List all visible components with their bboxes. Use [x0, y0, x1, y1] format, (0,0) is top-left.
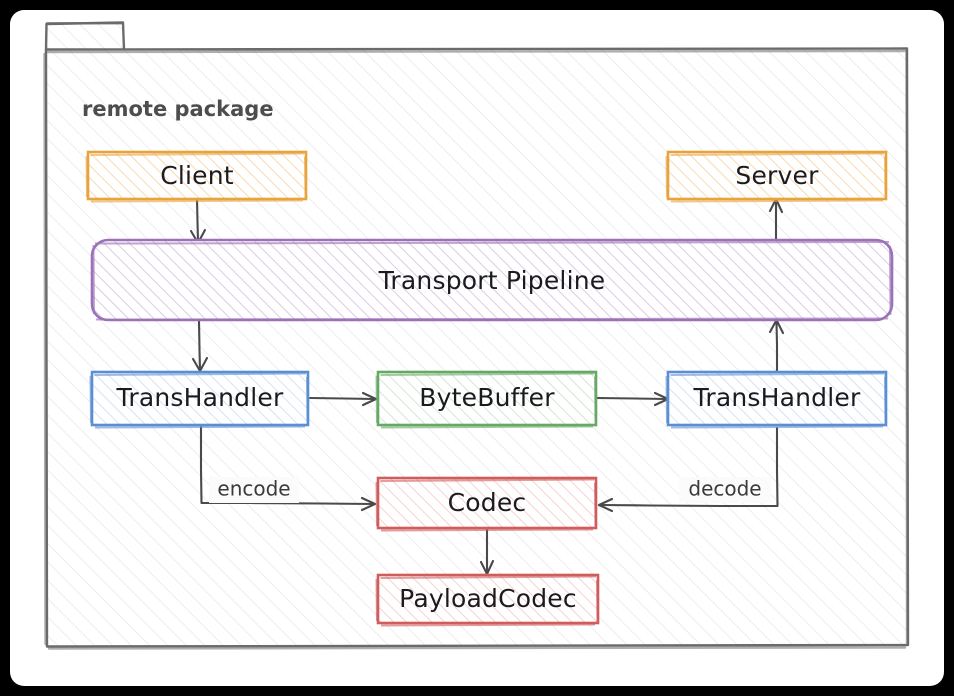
transhandler2-fill: [668, 372, 886, 425]
payloadcodec-label: PayloadCodec: [399, 584, 577, 613]
transhandler1-outline-2: [89, 372, 309, 429]
server-outline-2: [665, 152, 887, 203]
transhandler1-fill: [92, 372, 308, 425]
transhandler2-outline-2: [665, 372, 887, 429]
package-tab-fill: [46, 22, 124, 50]
client-fill: [88, 152, 306, 199]
client-label: Client: [160, 161, 234, 190]
decode-label: decode: [688, 477, 761, 501]
node-transport-pipeline[interactable]: Transport Pipeline: [90, 238, 894, 322]
node-transhandler-left[interactable]: TransHandler: [89, 370, 310, 429]
package-label: remote package: [82, 97, 274, 121]
package-body-fill: [46, 48, 908, 646]
bytebuffer-label: ByteBuffer: [419, 383, 555, 412]
edge-label-encode: encode: [209, 477, 299, 503]
bytebuffer-fill: [378, 372, 596, 425]
package-body-outline-2: [43, 49, 909, 650]
payloadcodec-outline-2: [375, 575, 599, 627]
node-bytebuffer[interactable]: ByteBuffer: [375, 370, 598, 429]
pipeline-outline-2: [92, 241, 892, 321]
pipeline-label: Transport Pipeline: [378, 266, 606, 295]
node-client[interactable]: Client: [85, 150, 308, 203]
transhandler2-label: TransHandler: [693, 383, 861, 412]
package-tab-outline: [44, 21, 126, 52]
client-outline-2: [85, 152, 307, 203]
node-transhandler-right[interactable]: TransHandler: [665, 370, 888, 429]
encode-label-bg: [209, 477, 299, 503]
node-server[interactable]: Server: [665, 150, 888, 203]
transhandler1-label: TransHandler: [116, 383, 284, 412]
edge-transhandler2-to-codec: [597, 426, 779, 513]
server-fill: [668, 152, 886, 199]
edge-label-decode: decode: [679, 477, 771, 503]
package-body-outline: [44, 47, 910, 648]
payloadcodec-fill: [378, 575, 598, 623]
server-label: Server: [735, 161, 819, 190]
codec-label: Codec: [448, 488, 527, 517]
codec-outline-2: [375, 478, 597, 532]
pipeline-fill: [92, 240, 892, 320]
package-container: remote package: [43, 21, 910, 650]
encode-label: encode: [217, 477, 290, 501]
decode-label-bg: [679, 477, 771, 503]
bytebuffer-outline-2: [375, 372, 597, 429]
codec-fill: [378, 478, 596, 528]
node-payloadcodec[interactable]: PayloadCodec: [375, 573, 600, 627]
node-codec[interactable]: Codec: [375, 476, 598, 532]
